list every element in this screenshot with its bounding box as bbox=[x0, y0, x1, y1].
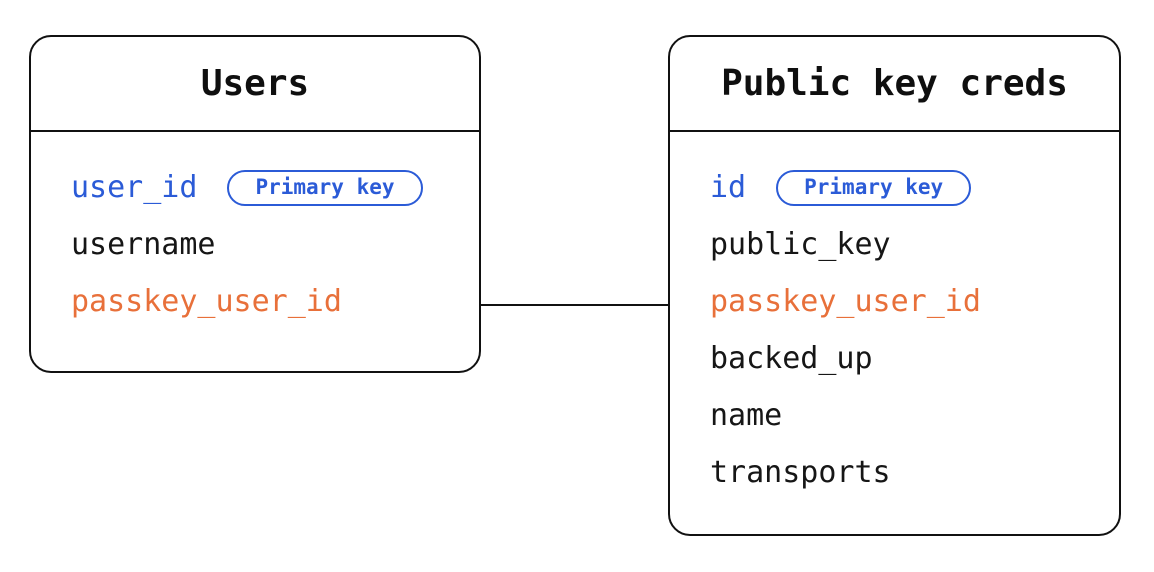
field-row-name: name bbox=[710, 387, 1109, 444]
field-name-username: username bbox=[71, 227, 216, 262]
entity-public-key-creds: Public key creds id Primary key public_k… bbox=[668, 35, 1121, 536]
field-name-passkey-user-id: passkey_user_id bbox=[710, 284, 981, 319]
field-name-public-key: public_key bbox=[710, 227, 891, 262]
field-row-passkey-user-id: passkey_user_id bbox=[71, 273, 469, 330]
field-row-backed-up: backed_up bbox=[710, 330, 1109, 387]
entity-users: Users user_id Primary key username passk… bbox=[29, 35, 481, 373]
primary-key-badge: Primary key bbox=[227, 169, 423, 206]
entity-users-title: Users bbox=[200, 63, 310, 104]
field-row-id: id Primary key bbox=[710, 159, 1109, 216]
entity-public-key-creds-fields: id Primary key public_key passkey_user_i… bbox=[670, 132, 1119, 501]
entity-public-key-creds-header: Public key creds bbox=[670, 37, 1119, 132]
field-name-passkey-user-id: passkey_user_id bbox=[71, 284, 342, 319]
field-row-username: username bbox=[71, 216, 469, 273]
field-name-transports: transports bbox=[710, 455, 891, 490]
entity-public-key-creds-title: Public key creds bbox=[721, 63, 1068, 104]
field-name-id: id bbox=[710, 170, 747, 205]
relationship-line bbox=[481, 304, 668, 306]
primary-key-badge: Primary key bbox=[776, 169, 972, 206]
field-name-name: name bbox=[710, 398, 783, 433]
field-row-passkey-user-id: passkey_user_id bbox=[710, 273, 1109, 330]
entity-users-fields: user_id Primary key username passkey_use… bbox=[31, 132, 479, 330]
field-row-transports: transports bbox=[710, 444, 1109, 501]
field-name-user-id: user_id bbox=[71, 170, 198, 205]
field-row-user-id: user_id Primary key bbox=[71, 159, 469, 216]
field-row-public-key: public_key bbox=[710, 216, 1109, 273]
entity-users-header: Users bbox=[31, 37, 479, 132]
field-name-backed-up: backed_up bbox=[710, 341, 873, 376]
